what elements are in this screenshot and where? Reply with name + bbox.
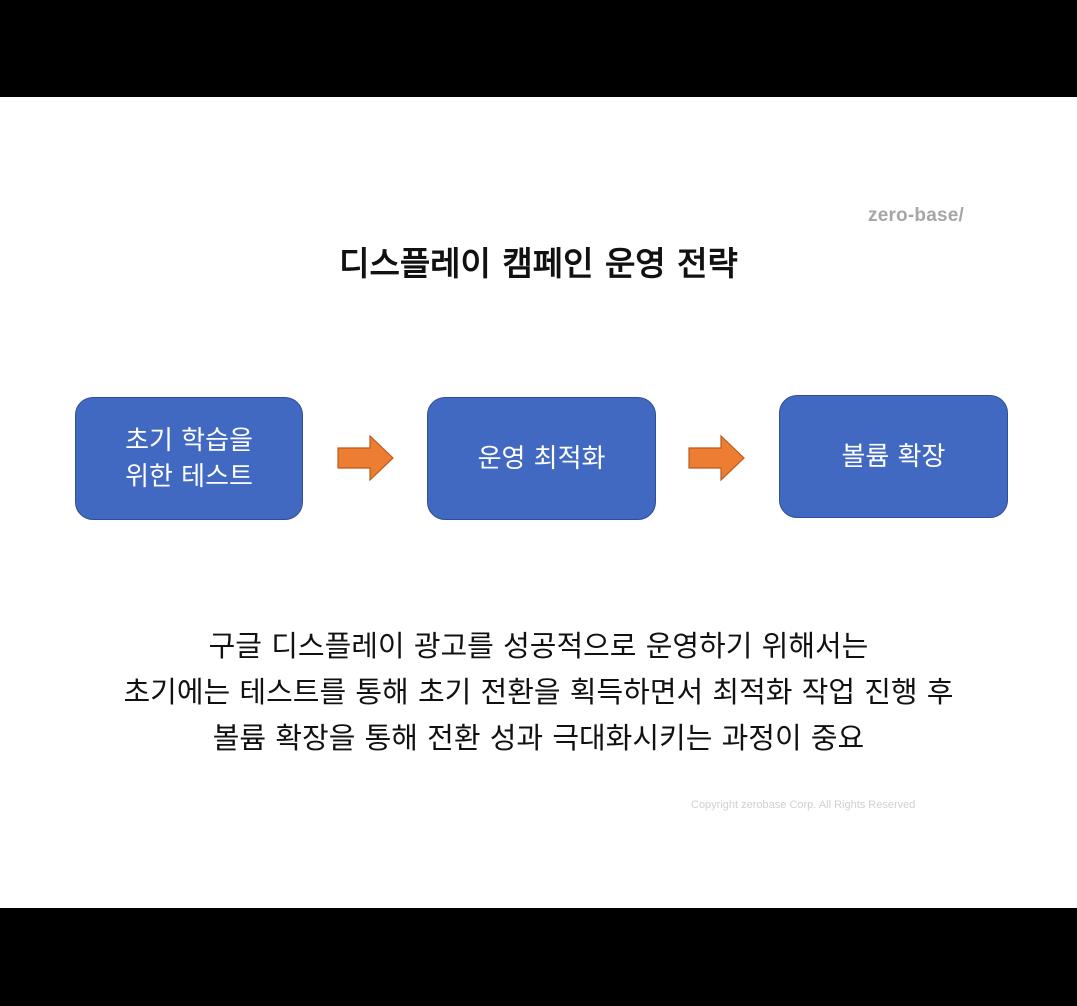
right-arrow-icon [337, 434, 394, 482]
description-line: 구글 디스플레이 광고를 성공적으로 운영하기 위해서는 [208, 629, 869, 663]
flow-step-label: 운영 최적화 [477, 443, 606, 474]
right-arrow-icon [688, 434, 745, 482]
copyright-notice: Copyright zerobase Corp. All Rights Rese… [691, 799, 916, 811]
letterbox-top [0, 0, 1077, 97]
flow-step-label: 초기 학습을 [125, 425, 253, 456]
slide-title: 디스플레이 캠페인 운영 전략 [339, 244, 738, 283]
flow-step-optimization: 운영 최적화 [427, 397, 656, 520]
description-line: 초기에는 테스트를 통해 초기 전환을 획득하면서 최적화 작업 진행 후 [123, 675, 954, 709]
slide: zero-base/ 디스플레이 캠페인 운영 전략 초기 학습을 위한 테스트… [0, 97, 1077, 908]
flow-step-volume-expansion: 볼륨 확장 [779, 395, 1008, 518]
flow-step-label: 볼륨 확장 [841, 441, 946, 472]
letterbox-bottom [0, 908, 1077, 1006]
zero-base-logo: zero-base/ [868, 205, 964, 226]
flow-step-initial-test: 초기 학습을 위한 테스트 [75, 397, 303, 520]
flow-step-label: 위한 테스트 [125, 461, 253, 492]
description-line: 볼륨 확장을 통해 전환 성과 극대화시키는 과정이 중요 [212, 721, 865, 755]
description-text: 구글 디스플레이 광고를 성공적으로 운영하기 위해서는 초기에는 테스트를 통… [0, 623, 1077, 761]
